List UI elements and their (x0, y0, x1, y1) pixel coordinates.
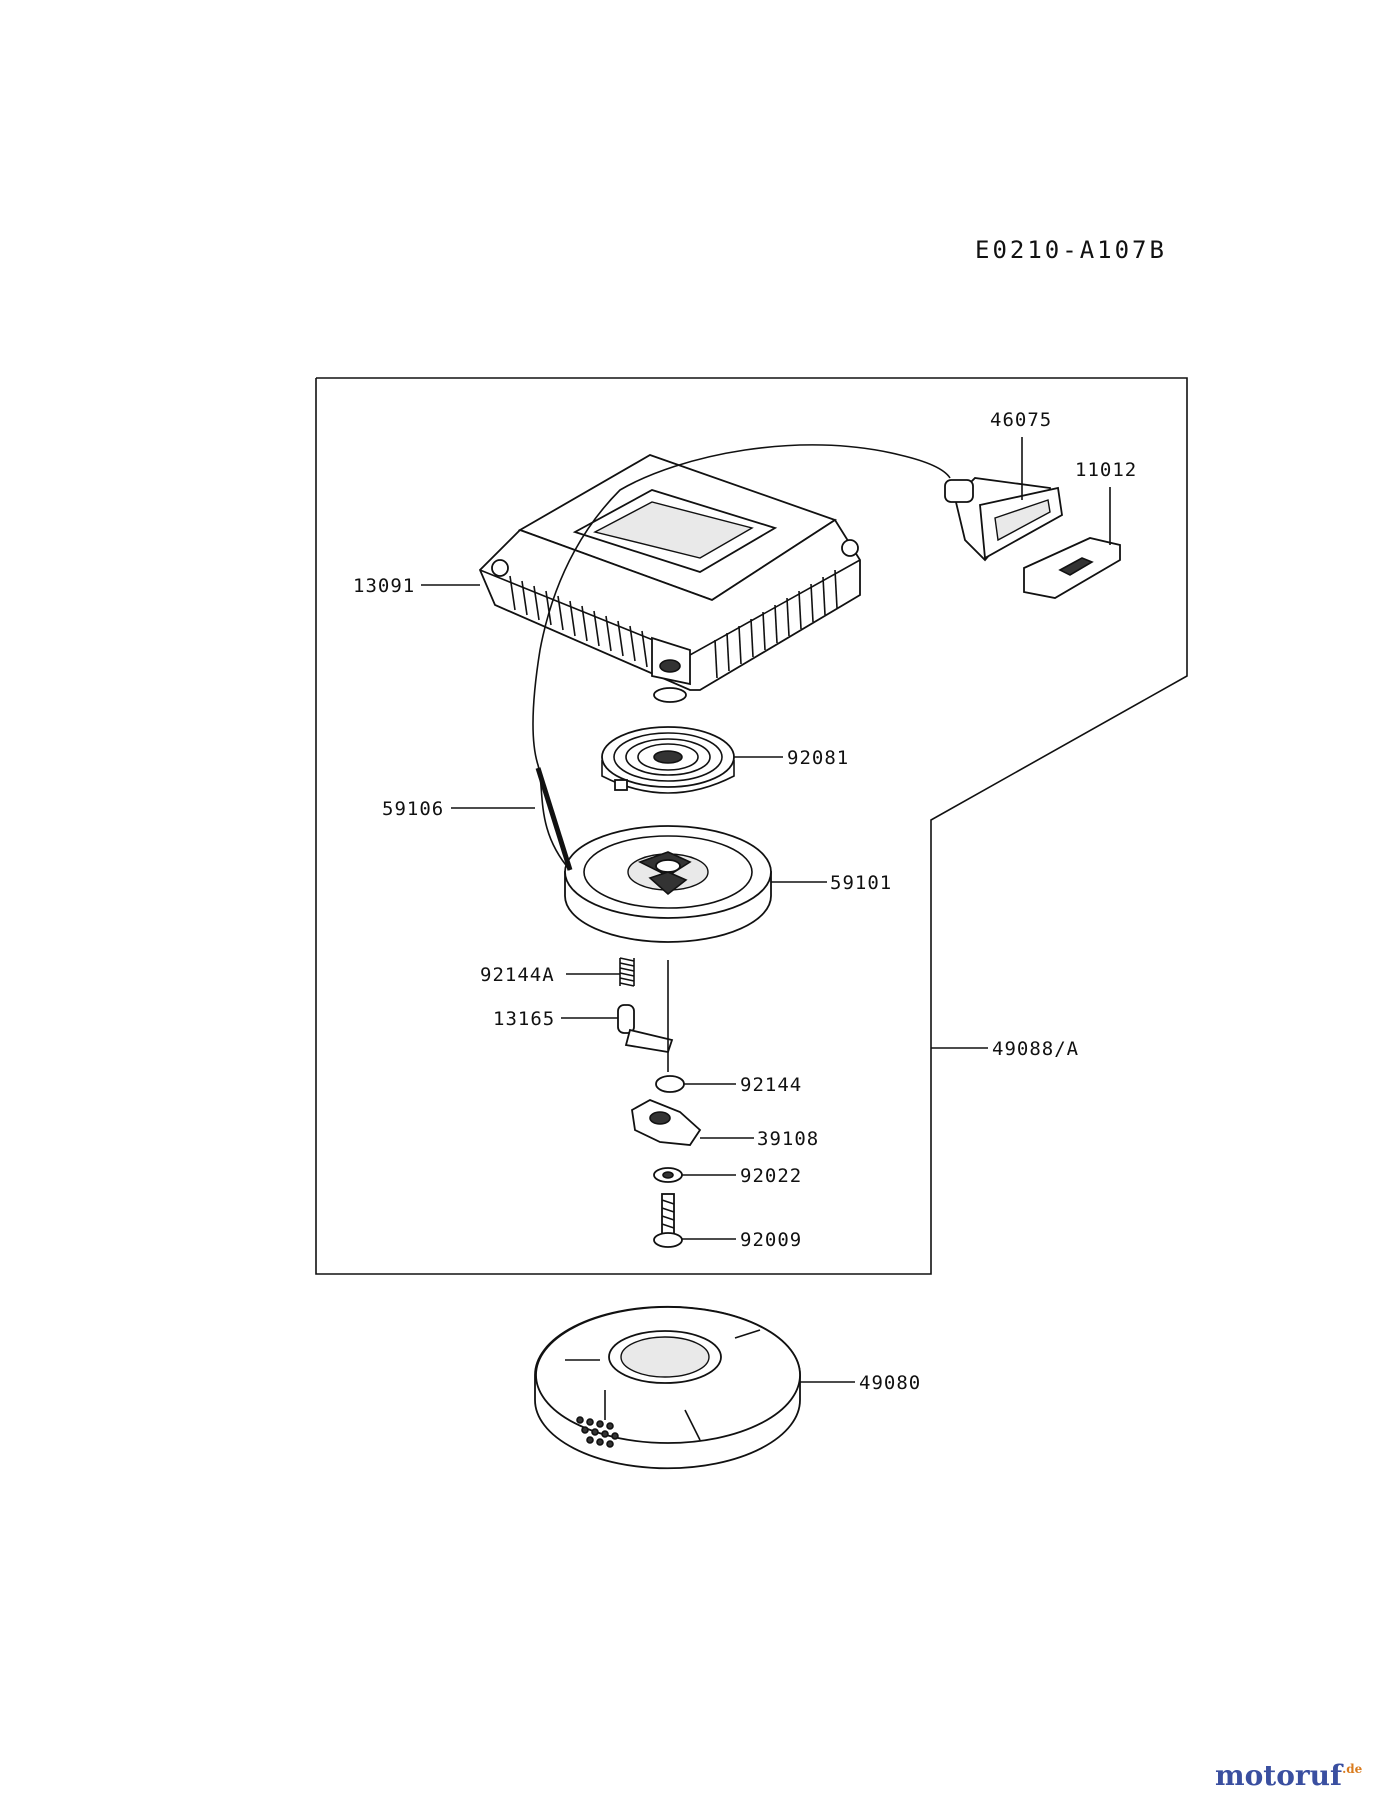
leader-lines (421, 437, 1111, 1383)
pulley-drawing (564, 825, 772, 943)
ratchet-pawl-drawing (617, 1004, 674, 1054)
part-label-92081: 92081 (787, 747, 849, 769)
rope-end-drawing (535, 767, 573, 871)
part-label-59101: 59101 (830, 872, 892, 894)
handle-insert-drawing (1023, 537, 1121, 599)
part-label-49088A: 49088/A (992, 1038, 1079, 1060)
watermark-logo: motoruf.de (1215, 1759, 1363, 1792)
screw-drawing (653, 1193, 683, 1248)
part-label-49080: 49080 (859, 1372, 921, 1394)
ratchet-spring-drawing (619, 957, 635, 987)
part-label-11012: 11012 (1075, 459, 1137, 481)
recoil-cover-drawing (478, 454, 861, 703)
starter-plate-drawing (534, 1305, 801, 1470)
part-label-13091: 13091 (353, 575, 415, 597)
friction-plate-drawing (631, 1099, 702, 1146)
washer-drawing (653, 1167, 683, 1183)
assembly-boundary (315, 377, 1188, 1275)
part-label-92144A: 92144A (480, 964, 555, 986)
part-label-59106: 59106 (382, 798, 444, 820)
part-label-92022: 92022 (740, 1165, 802, 1187)
starter-rope-drawing (532, 444, 951, 871)
spring-drawing (655, 1075, 685, 1093)
handle-drawing (944, 477, 1063, 562)
part-label-13165: 13165 (493, 1008, 555, 1030)
diagram-code: E0210-A107B (975, 236, 1167, 264)
part-label-39108: 39108 (757, 1128, 819, 1150)
recoil-spring-drawing (601, 726, 735, 794)
part-label-92144: 92144 (740, 1074, 802, 1096)
part-label-46075: 46075 (990, 409, 1052, 431)
part-label-92009: 92009 (740, 1229, 802, 1251)
